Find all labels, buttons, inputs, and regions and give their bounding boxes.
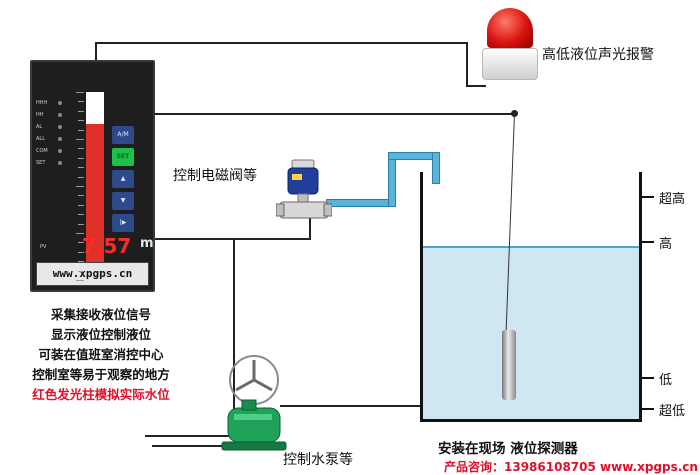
status-led <box>58 113 62 117</box>
up-button[interactable]: ▲ <box>112 170 134 188</box>
website-strip: www.xpgps.cn <box>36 262 149 286</box>
description-red-line: 红色发光柱模拟实际水位 <box>32 387 170 402</box>
level-label-low: 低 <box>659 373 673 388</box>
pump-cable <box>233 240 235 430</box>
status-label-hh: HH <box>36 112 44 118</box>
solenoid-valve-icon <box>276 159 332 219</box>
description-line-1: 采集接收液位信号 <box>50 307 151 322</box>
scale-tick <box>78 242 84 244</box>
status-label-hhh: HHH <box>36 100 48 106</box>
bargraph-track <box>86 92 104 280</box>
scale-tick <box>78 157 84 159</box>
level-tick-low <box>642 377 654 379</box>
alarm-cable-vertical <box>95 42 97 62</box>
level-label-super-high: 超高 <box>659 192 686 207</box>
scale-tick <box>78 270 84 272</box>
status-label-set: SET <box>36 160 46 166</box>
scale-tick <box>78 251 84 253</box>
level-probe-sensor <box>502 330 516 400</box>
status-led <box>58 137 62 141</box>
scale-tick <box>78 167 84 169</box>
alarm-cable-top <box>95 42 468 44</box>
water-pump-icon <box>221 355 287 451</box>
status-label-al: AL <box>36 124 43 130</box>
scale-tick <box>78 195 84 197</box>
bargraph-fill <box>86 123 104 280</box>
alarm-cable-down <box>466 42 468 87</box>
scale-tick <box>78 223 84 225</box>
alarm-beacon-base <box>482 48 538 80</box>
level-indicator-instrument: HHH HH AL ALL COM SET A/M SET ▲ ▼ |▶ PV … <box>30 60 155 292</box>
valve-cable-vertical <box>309 218 311 240</box>
pump-outlet-line <box>280 405 422 407</box>
description-line-3: 可装在值班室消控中心 <box>38 347 164 362</box>
alarm-label: 高低液位声光报警 <box>542 47 654 63</box>
scale-tick <box>78 129 84 131</box>
valve-cable-horizontal <box>155 238 311 240</box>
pump-inlet-pipe <box>145 435 235 437</box>
status-label-all: ALL <box>36 136 45 142</box>
level-label-super-low: 超低 <box>659 404 686 419</box>
set-button[interactable]: SET <box>112 148 134 166</box>
inlet-pipe-drop <box>432 152 440 184</box>
auto-manual-button[interactable]: A/M <box>112 126 134 144</box>
inlet-pipe-vertical <box>388 152 396 207</box>
scale-tick <box>78 110 84 112</box>
status-led <box>58 101 62 105</box>
scale-tick <box>78 214 84 216</box>
level-tick-high <box>642 241 654 243</box>
scale-tick <box>78 176 84 178</box>
pump-label: 控制水泵等 <box>283 452 353 468</box>
scale-tick <box>78 261 84 263</box>
water-surface <box>423 246 639 248</box>
status-label-com: COM <box>36 148 48 154</box>
level-label-high: 高 <box>659 237 673 252</box>
alarm-beacon-icon <box>487 8 533 48</box>
contact-line: 产品咨询：13986108705 www.xpgps.cn <box>444 460 698 474</box>
status-led <box>58 149 62 153</box>
detector-label: 安装在现场 液位探测器 <box>438 441 578 457</box>
level-tick-super-low <box>642 408 654 410</box>
valve-label: 控制电磁阀等 <box>173 168 257 184</box>
scale-tick <box>76 280 84 281</box>
scale-tick <box>78 148 84 150</box>
level-readout: 7.57 <box>82 234 132 258</box>
description-line-2: 显示液位控制液位 <box>50 327 151 342</box>
probe-cable <box>155 113 515 115</box>
scale-tick <box>78 204 84 206</box>
scale-tick <box>78 101 84 103</box>
scale-tick <box>76 233 84 234</box>
pump-inlet-pipe-2 <box>152 445 234 447</box>
scale-tick <box>76 92 84 93</box>
status-led <box>58 125 62 129</box>
level-unit: m <box>140 236 154 251</box>
water-tank <box>420 172 642 422</box>
pv-label: PV <box>40 244 47 250</box>
shift-button[interactable]: |▶ <box>112 214 134 232</box>
scale-tick <box>76 139 84 140</box>
scale-tick <box>76 186 84 187</box>
level-tick-super-high <box>642 196 654 198</box>
alarm-cable-right <box>466 85 486 87</box>
inlet-pipe-horizontal <box>326 199 396 207</box>
status-led <box>58 161 62 165</box>
tank-water <box>423 246 639 419</box>
scale-tick <box>78 120 84 122</box>
down-button[interactable]: ▼ <box>112 192 134 210</box>
description-line-4: 控制室等易于观察的地方 <box>32 367 170 382</box>
